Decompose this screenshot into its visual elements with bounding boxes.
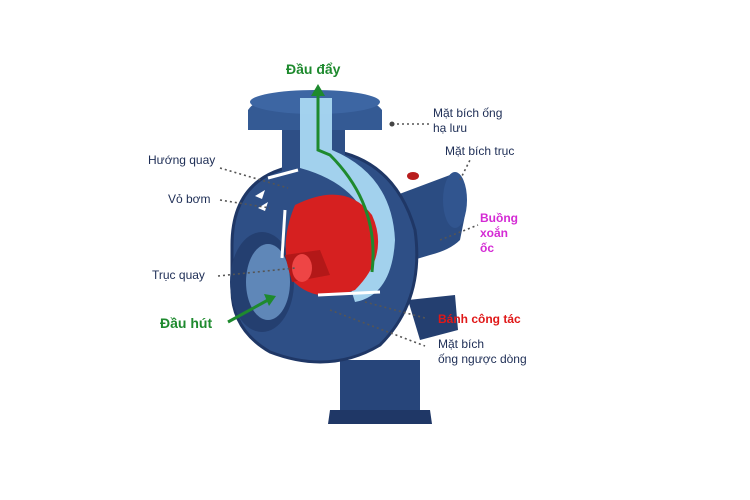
double-chevron-icon: [255, 190, 268, 211]
label-discharge-flange-line1: Mặt bích ống: [433, 106, 503, 120]
label-suction: Đầu hút: [160, 315, 213, 331]
suction-arrow-path: [227, 298, 269, 324]
suction-opening-inner: [246, 244, 290, 320]
label-shaft-flange: Mặt bích trục: [445, 144, 515, 158]
impeller-eye: [292, 254, 312, 282]
cutaway-edge: [267, 168, 381, 297]
label-impeller: Bánh công tác: [438, 312, 521, 326]
label-suction-flange-line2: ống ngược dòng: [438, 352, 527, 366]
label-volute-line1: Buồng: [480, 211, 518, 225]
label-volute-line2: xoắn: [480, 226, 509, 240]
oil-cap: [407, 172, 419, 180]
label-volute-line3: ốc: [480, 241, 495, 255]
label-shaft: Trục quay: [152, 268, 205, 282]
label-suction-flange-line1: Mặt bích: [438, 337, 485, 351]
label-rotation-direction: Hướng quay: [148, 153, 216, 167]
arrow-right-icon: [264, 294, 276, 306]
label-discharge-flange-line2: hạ lưu: [433, 121, 468, 135]
pump-foot: [340, 360, 420, 420]
flow-arrow-path: [316, 95, 375, 273]
label-discharge: Đầu đẩy: [286, 61, 341, 77]
label-pump-casing: Vỏ bơm: [168, 192, 211, 206]
bearing-cap: [443, 172, 467, 228]
label-suction-flange: Mặt bích ống ngược dòng: [438, 337, 527, 367]
label-discharge-flange: Mặt bích ống hạ lưu: [433, 106, 502, 136]
pump-foot-plate: [328, 410, 432, 424]
label-volute: Buồng xoắn ốc: [480, 211, 518, 256]
leader-lines: [217, 121, 479, 347]
pump-foot-rear: [408, 295, 458, 340]
arrow-up-icon: [311, 84, 325, 96]
